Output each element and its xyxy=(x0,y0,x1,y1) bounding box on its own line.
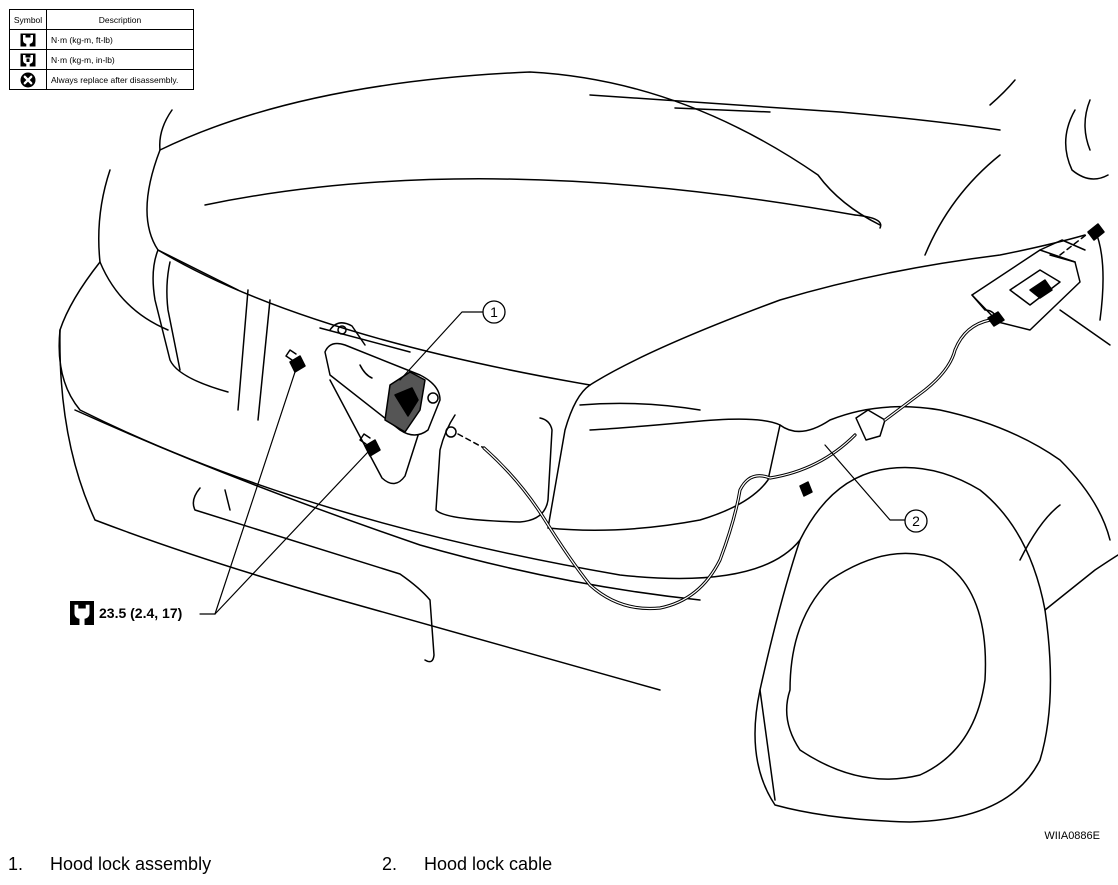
legend-symbol-cell xyxy=(9,29,47,50)
torque-leader-lines xyxy=(199,371,369,615)
callout-leaders xyxy=(399,311,906,521)
caption-number: 1. xyxy=(8,854,24,874)
callout-2-number: 2 xyxy=(912,513,920,529)
hood-lock-assembly xyxy=(324,322,441,436)
callout-1: 1 xyxy=(482,300,506,324)
legend-symbol-cell xyxy=(9,69,47,90)
caption-text: Hood lock cable xyxy=(424,854,553,874)
symbol-legend-table: Symbol Description N·m (kg-m, ft-lb) N·m… xyxy=(9,9,194,90)
caption-number: 2. xyxy=(382,854,398,874)
caption-text: Hood lock assembly xyxy=(50,854,212,874)
parts-captions: 1. Hood lock assembly 2. Hood lock cable xyxy=(0,854,1118,878)
hood-release-handle xyxy=(971,223,1105,331)
caption-item: 2. Hood lock cable xyxy=(382,854,552,875)
hood-lock-cable xyxy=(445,318,992,611)
figure-code: WIIA0886E xyxy=(1044,830,1100,842)
hood-outline xyxy=(146,71,1086,386)
wheel-outline xyxy=(754,405,1118,823)
torque-value: 23.5 (2.4, 17) xyxy=(99,605,183,621)
replace-x-icon xyxy=(20,72,36,87)
bumper-outline xyxy=(58,169,801,691)
torque-wrench-ftlb-icon xyxy=(20,33,36,46)
mounting-bolts xyxy=(285,349,813,497)
caption-item: 1. Hood lock assembly xyxy=(8,854,211,875)
torque-wrench-ftlb-icon xyxy=(70,601,94,625)
legend-row: N·m (kg-m, ft-lb) xyxy=(9,29,194,50)
legend-row: Always replace after disassembly. xyxy=(9,69,194,90)
legend-description: Always replace after disassembly. xyxy=(46,69,194,90)
grille-outline xyxy=(152,249,553,523)
headlight-outline xyxy=(547,384,781,531)
callout-1-number: 1 xyxy=(490,304,498,320)
callout-2: 2 xyxy=(904,509,928,533)
torque-wrench-inlb-icon xyxy=(20,53,36,66)
fender-upper-outline xyxy=(1059,99,1111,346)
torque-spec-label: 23.5 (2.4, 17) xyxy=(70,601,182,625)
